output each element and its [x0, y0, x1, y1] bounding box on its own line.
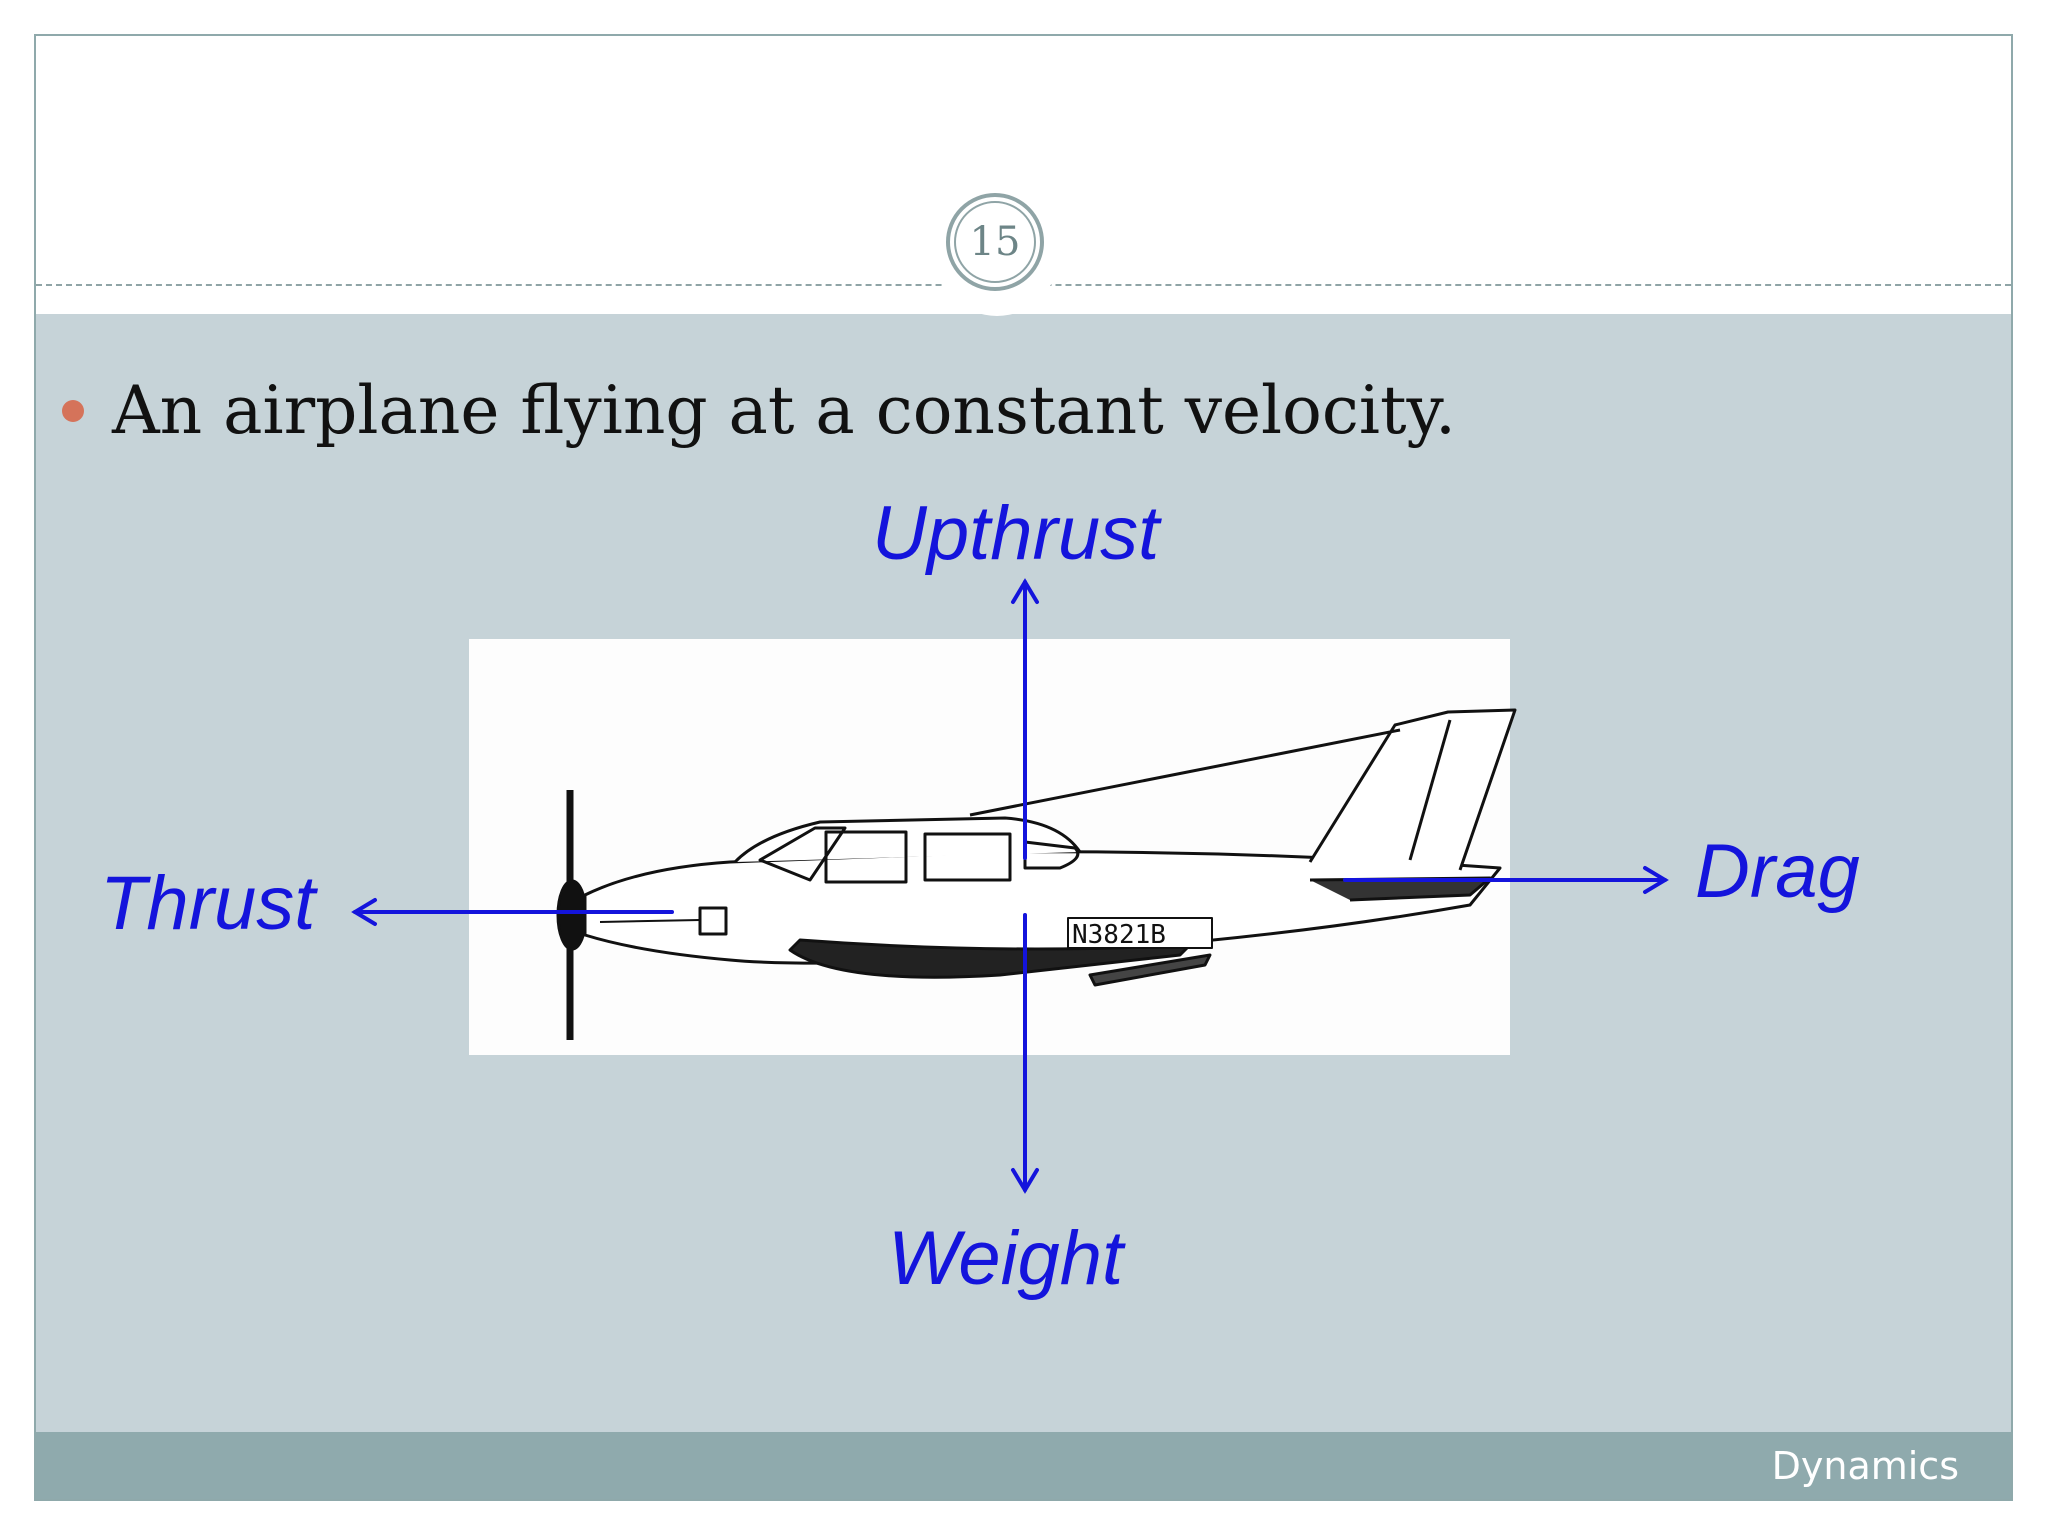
cabin-window-3: [1023, 840, 1080, 870]
footer-title: Dynamics: [1771, 1444, 1959, 1488]
tail-fairing: [969, 728, 1401, 817]
windshield: [758, 826, 847, 882]
weight-label: Weight: [888, 1216, 1124, 1301]
page-number: 15: [969, 219, 1021, 265]
page-number-badge: 15: [946, 193, 1044, 291]
thrust-label: Thrust: [100, 861, 316, 946]
bullet-text: An airplane flying at a constant velocit…: [112, 372, 1456, 449]
drag-arrowhead: [1643, 866, 1669, 894]
force-arrows: [351, 578, 1669, 1194]
wing-flap: [1088, 953, 1212, 987]
thrust-arrowhead: [351, 898, 377, 926]
airplane-drawing: N3821B: [556, 708, 1517, 1040]
cowling-line: [599, 919, 701, 923]
slide-footer: Dynamics: [36, 1432, 2011, 1499]
weight-arrowhead: [1011, 1168, 1039, 1194]
registration-block: [1067, 917, 1213, 949]
cabin-window-2: [923, 832, 1012, 882]
drag-label: Drag: [1695, 829, 1860, 914]
upthrust-arrowhead: [1011, 578, 1039, 604]
cabin-window-1: [824, 830, 908, 884]
bullet-item: An airplane flying at a constant velocit…: [62, 372, 1456, 449]
bullet-dot-icon: [62, 399, 84, 422]
vertical-tail: [1308, 708, 1517, 871]
rudder-line: [1408, 719, 1452, 861]
upthrust-label: Upthrust: [872, 491, 1160, 576]
propeller-hub: [556, 879, 588, 951]
registration-text: N3821B: [1072, 920, 1166, 950]
